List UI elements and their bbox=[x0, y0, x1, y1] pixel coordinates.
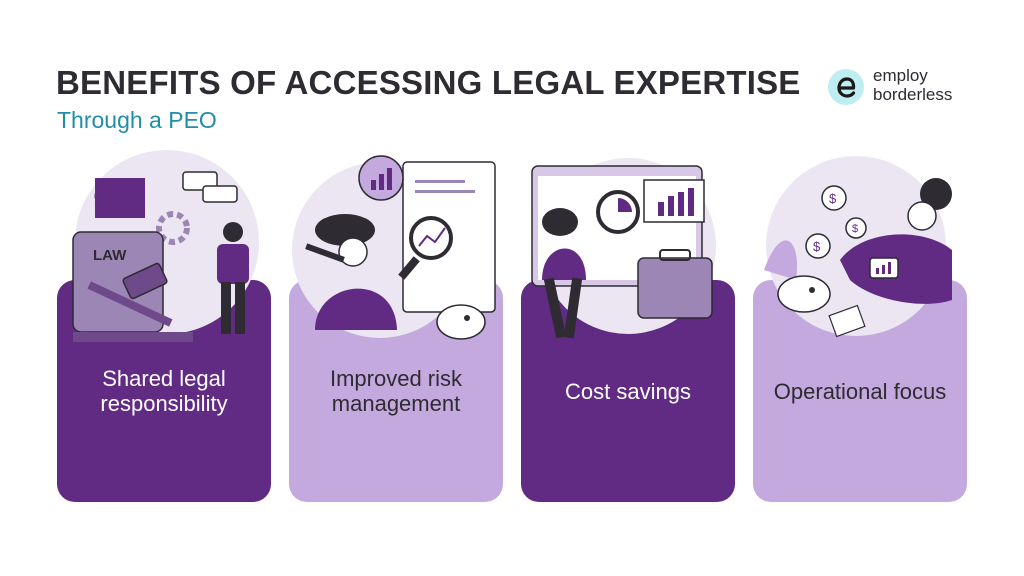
cost-savings-illustration bbox=[531, 158, 716, 339]
e-letter-icon bbox=[837, 77, 856, 98]
logo-badge bbox=[828, 69, 864, 105]
card-label: Improved risk management bbox=[329, 366, 463, 416]
card-label: Cost savings bbox=[565, 378, 691, 404]
svg-text:$: $ bbox=[852, 223, 858, 235]
logo-line-2: borderless bbox=[873, 85, 953, 104]
law-gavel-illustration: LAW bbox=[72, 150, 259, 342]
risk-analysis-illustration bbox=[292, 155, 496, 340]
law-badge-text: LAW bbox=[93, 247, 127, 264]
page-title: BENEFITS OF ACCESSING LEGAL EXPERTISE bbox=[56, 64, 801, 101]
svg-text:$: $ bbox=[813, 239, 821, 254]
logo-text: employ borderless bbox=[873, 66, 952, 104]
card-label: Shared legal responsibility bbox=[100, 366, 228, 416]
page-subtitle: Through a PEO bbox=[57, 107, 217, 133]
operational-focus-illustration: $ $ $ bbox=[764, 156, 952, 338]
employ-borderless-logo: employ borderless bbox=[828, 66, 978, 110]
logo-line-1: employ bbox=[873, 66, 928, 85]
svg-text:$: $ bbox=[829, 191, 837, 206]
card-label: Operational focus bbox=[773, 378, 947, 404]
